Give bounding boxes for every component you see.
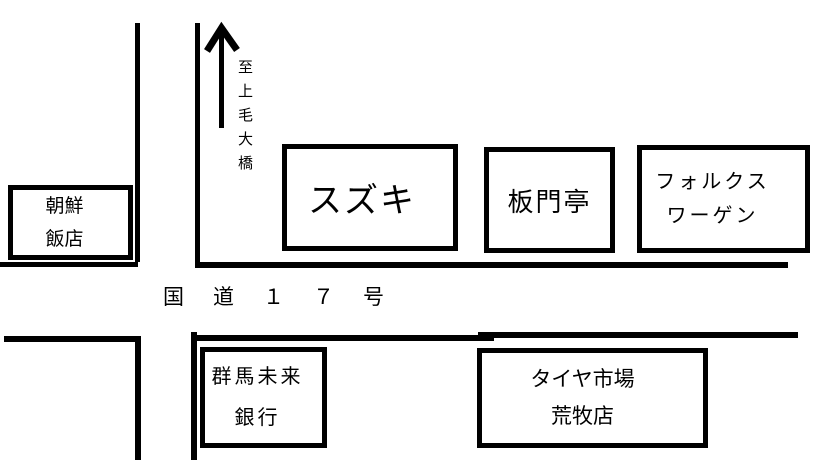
building-label-line: 銀行 [234, 406, 281, 429]
frontage-road-right-segment [478, 332, 798, 338]
building-volkswagen: フォルクス ワーゲン [637, 145, 810, 253]
building-chosen-hanten: 朝鮮 飯店 [8, 185, 133, 260]
road-vertical-lower-middle [191, 332, 197, 460]
building-label-line: タイヤ市場 [530, 368, 635, 391]
building-label-line: 朝鮮 [45, 195, 84, 217]
route17-road-left-segment [0, 262, 138, 267]
road-vertical-upper-left [135, 23, 140, 262]
frontage-road-middle-segment [191, 335, 494, 341]
building-label-line: 荒牧店 [551, 405, 614, 428]
route17-road-right-segment [195, 262, 788, 268]
building-label-line: ワーゲン [666, 205, 759, 227]
building-label-line: 板門亭 [507, 186, 592, 217]
building-hanmontei: 板門亭 [484, 147, 615, 253]
building-label-line: フォルクス [655, 171, 770, 193]
bridge-direction-label: 至上毛大橋 [236, 59, 253, 179]
building-label-line: 飯店 [45, 228, 84, 250]
road-vertical-upper-middle [195, 23, 200, 264]
frontage-road-left-segment [4, 336, 141, 342]
up-arrow-icon [204, 21, 240, 128]
building-label-line: 群馬未来 [211, 365, 304, 388]
building-gunma-mirai-bank: 群馬未来 銀行 [200, 347, 327, 448]
building-suzuki: スズキ [282, 144, 458, 251]
route-17-label: 国 道 １ ７ 号 [163, 286, 388, 309]
road-vertical-lower-left [135, 336, 141, 460]
building-tire-ichiba-aramaki: タイヤ市場 荒牧店 [477, 348, 708, 448]
building-label-line: スズキ [308, 182, 416, 220]
